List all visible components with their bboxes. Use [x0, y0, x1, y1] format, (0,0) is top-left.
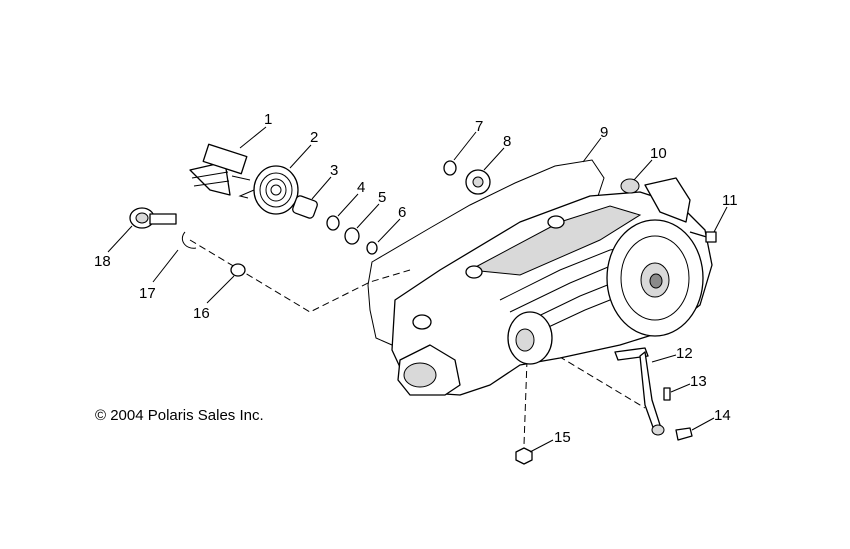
part-6-clip	[366, 241, 378, 255]
callout-9: 9	[600, 124, 608, 141]
part-5-washer	[344, 227, 360, 245]
part-7-circlip	[443, 160, 457, 176]
callout-18: 18	[94, 253, 111, 270]
callout-13: 13	[690, 373, 707, 390]
part-16-washer	[230, 263, 246, 277]
callout-8: 8	[503, 133, 511, 150]
callout-15: 15	[554, 429, 571, 446]
callout-1: 1	[264, 111, 272, 128]
callout-3: 3	[330, 162, 338, 179]
part-12-kick-lever	[614, 347, 665, 436]
callout-6: 6	[398, 204, 406, 221]
callout-7: 7	[475, 118, 483, 135]
callout-10: 10	[650, 145, 667, 162]
part-15-nut	[515, 447, 533, 465]
part-13-bolt	[663, 387, 671, 401]
copyright-notice: © 2004 Polaris Sales Inc.	[95, 407, 264, 424]
part-11-bolt	[689, 231, 717, 243]
part-2-spring	[238, 165, 299, 215]
leader-lines	[107, 126, 728, 453]
callout-2: 2	[310, 129, 318, 146]
part-3-bushing	[292, 195, 318, 219]
callout-4: 4	[357, 179, 365, 196]
callout-11: 11	[722, 192, 738, 209]
part-18-starter-gear	[129, 207, 177, 229]
part-14-cap	[675, 427, 693, 441]
part-17-clip	[181, 231, 197, 249]
callout-16: 16	[193, 305, 210, 322]
callout-5: 5	[378, 189, 386, 206]
part-8-bearing	[465, 169, 491, 195]
callout-labels: 1 2 3 4 5 6 7 8 9 10 11 12 13 14 15 16 1…	[94, 111, 738, 446]
assembly-lines	[189, 239, 646, 446]
part-cover-assembly	[391, 177, 713, 396]
part-4-washer	[326, 215, 340, 231]
part-1-kick-shaft	[189, 143, 251, 196]
callout-14: 14	[714, 407, 731, 424]
callout-17: 17	[139, 285, 156, 302]
callout-12: 12	[676, 345, 693, 362]
